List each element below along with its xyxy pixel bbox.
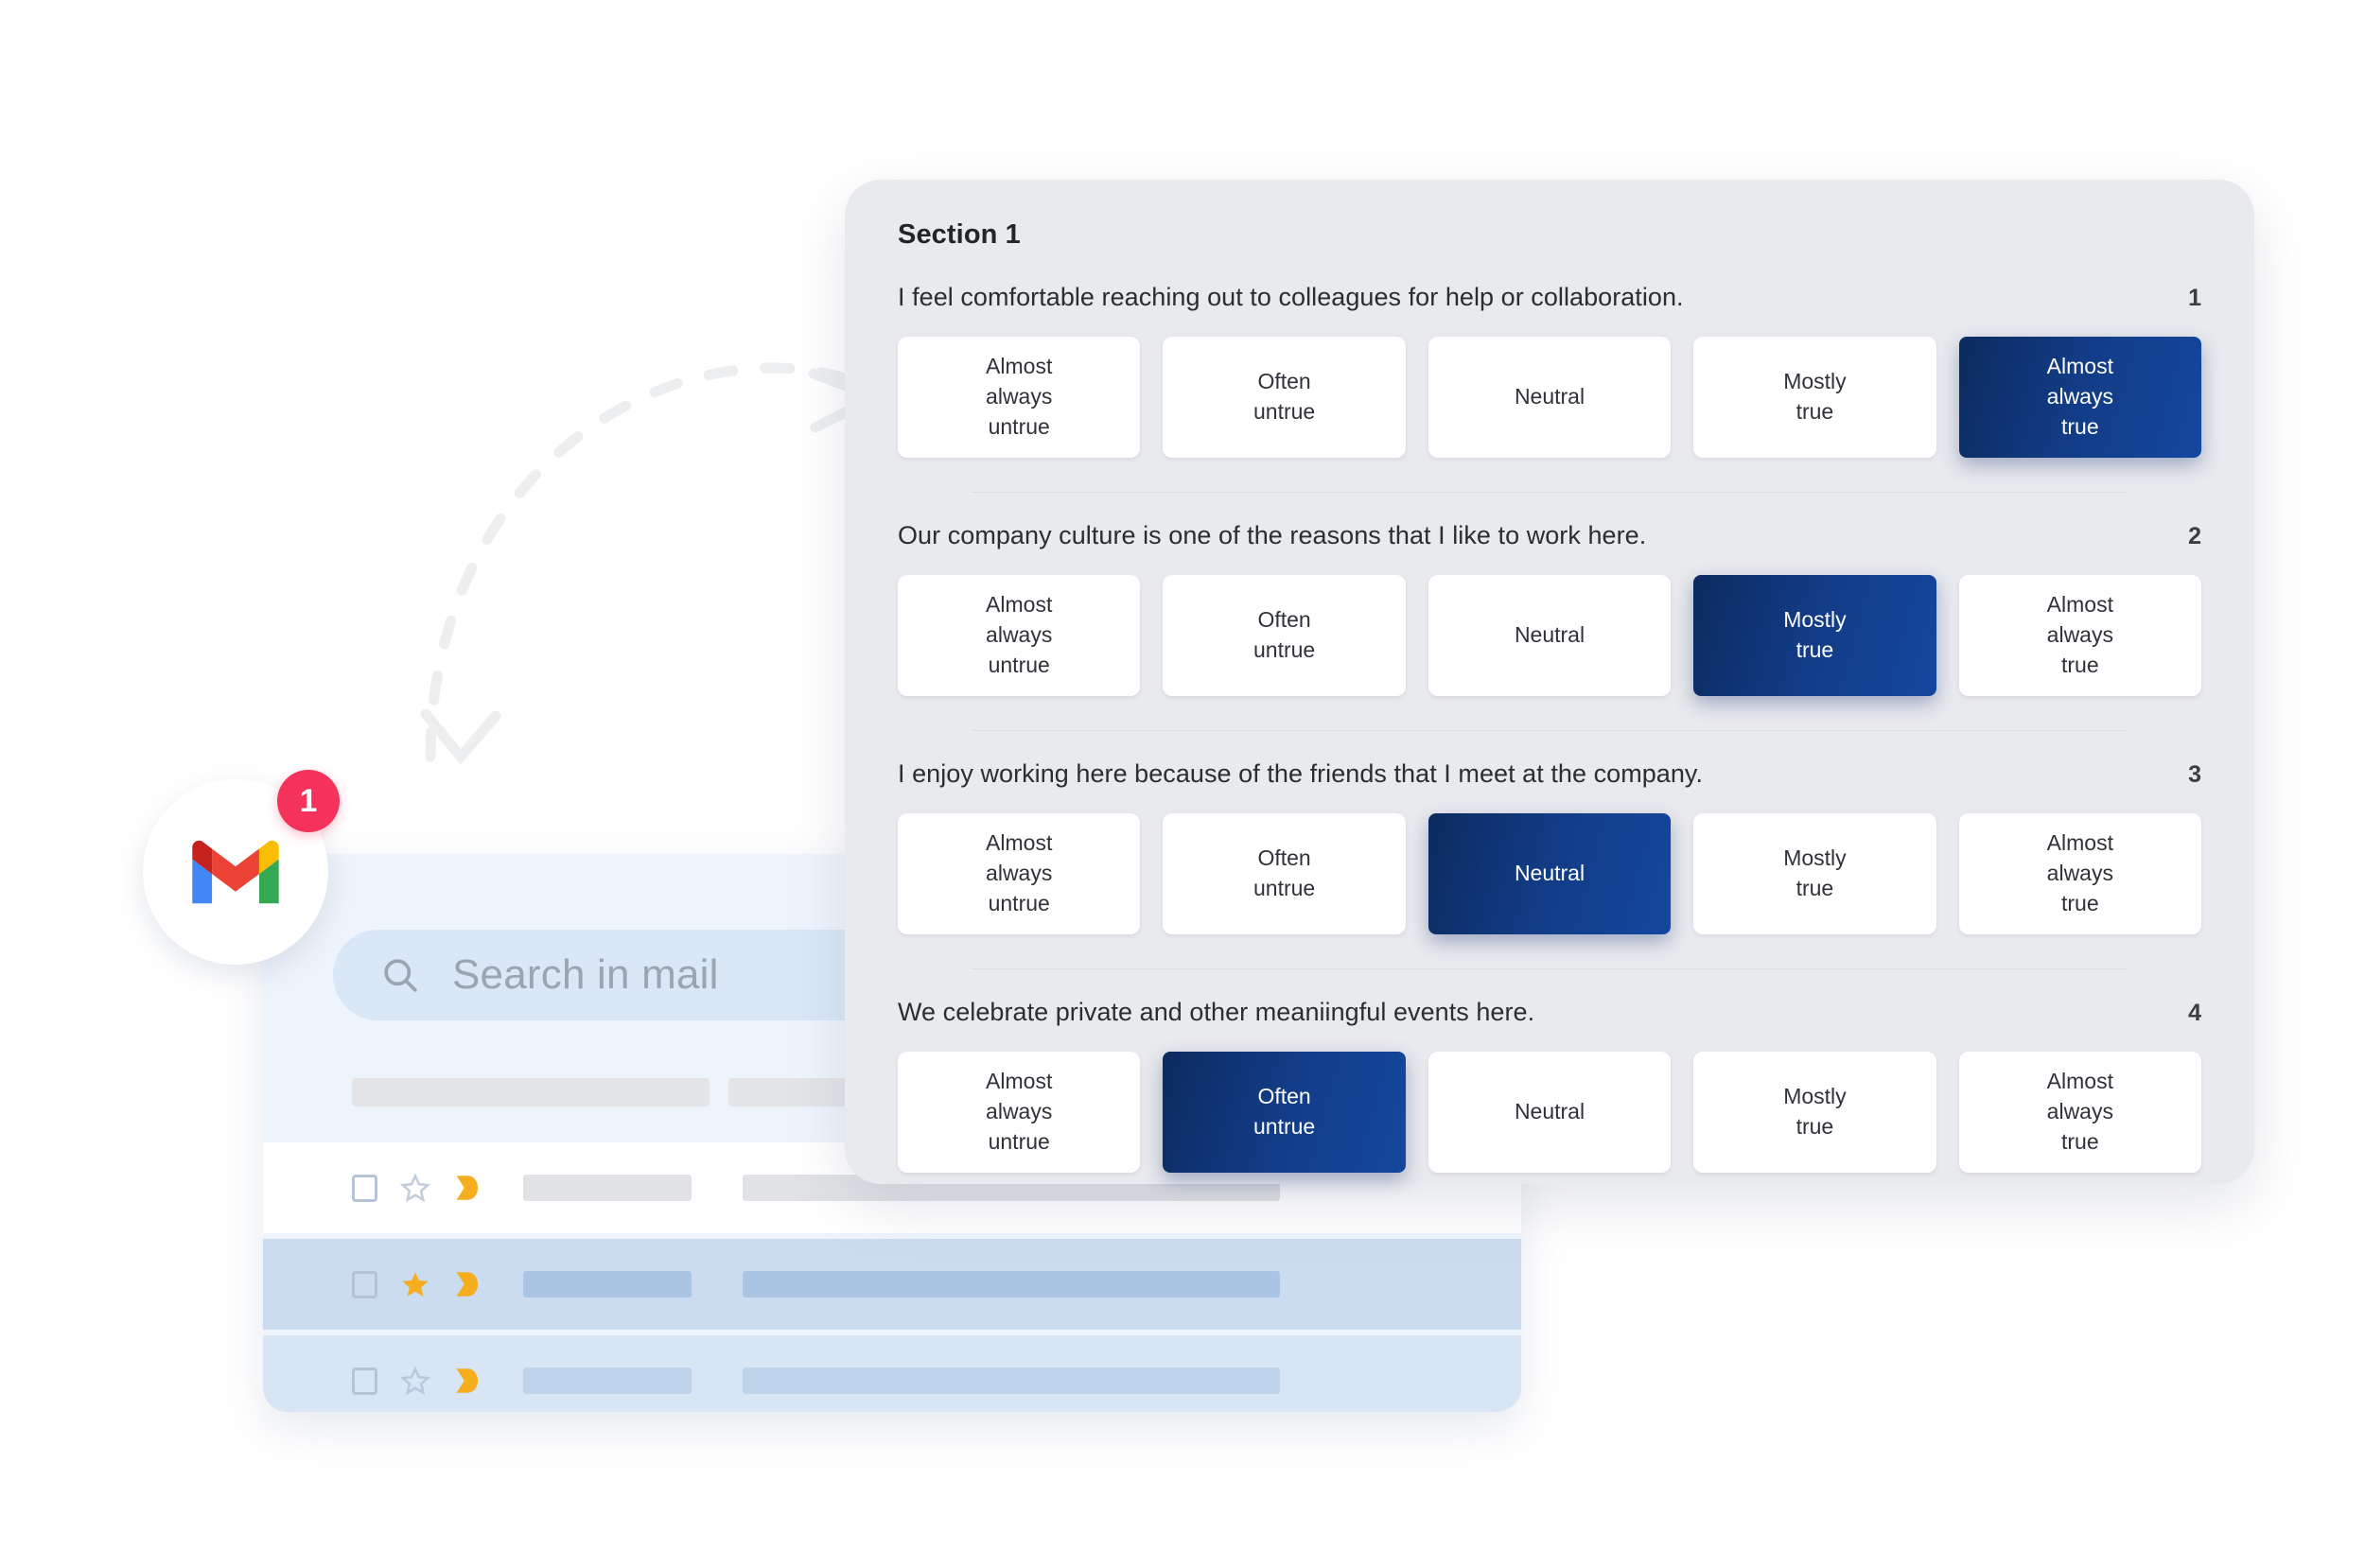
question-block: We celebrate private and other meaniingf… [898,998,2202,1173]
question-divider [972,968,2128,969]
row-checkbox[interactable] [352,1174,377,1202]
question-header: We celebrate private and other meaniingf… [898,998,2201,1027]
questions-container: I feel comfortable reaching out to colle… [898,283,2202,1173]
question-header: I feel comfortable reaching out to colle… [898,283,2201,312]
option-button[interactable]: Neutral [1428,575,1672,696]
row-checkbox[interactable] [352,1367,377,1395]
question-number: 3 [2188,761,2201,788]
option-label: Neutral [1514,384,1585,409]
option-button[interactable]: Neutral [1428,1052,1672,1173]
question-number: 4 [2188,1000,2201,1026]
option-label: Neutral [1514,1099,1585,1124]
notification-badge: 1 [277,770,340,832]
question-text: Our company culture is one of the reason… [898,521,1647,549]
option-label: Neutral [1514,861,1585,886]
important-marker-icon[interactable] [453,1270,480,1298]
search-icon [375,950,426,1001]
dashed-arrow-path [425,362,876,762]
gmail-icon [192,840,279,904]
question-block: Our company culture is one of the reason… [898,521,2202,696]
question-text: I feel comfortable reaching out to colle… [898,283,1684,311]
question-header: I enjoy working here because of the frie… [898,759,2201,789]
question-text: I enjoy working here because of the frie… [898,759,1704,788]
question-number: 2 [2188,523,2201,549]
gmail-app-icon[interactable]: 1 [143,770,340,965]
important-marker-icon[interactable] [453,1174,480,1202]
sender-placeholder [523,1175,692,1201]
survey-panel: Section 1 I feel comfortable reaching ou… [845,180,2254,1184]
search-placeholder-text: Search in mail [452,951,719,998]
table-row[interactable] [263,1335,1521,1412]
star-icon[interactable] [399,1173,431,1203]
sender-placeholder [523,1368,692,1394]
star-icon-filled[interactable] [400,1269,430,1299]
question-block: I enjoy working here because of the frie… [898,759,2202,934]
subject-placeholder [743,1368,1280,1394]
section-title: Section 1 [898,219,1021,250]
arrowhead-down-icon [420,708,501,765]
important-marker-icon[interactable] [453,1367,480,1395]
star-icon[interactable] [399,1366,431,1396]
question-number: 1 [2188,285,2201,311]
subject-placeholder [743,1271,1280,1298]
option-button-selected[interactable]: Neutral [1428,813,1672,934]
question-header: Our company culture is one of the reason… [898,521,2201,550]
question-divider [972,730,2128,731]
option-button[interactable]: Neutral [1428,337,1672,458]
question-divider [972,492,2128,493]
question-block: I feel comfortable reaching out to colle… [898,283,2202,458]
question-text: We celebrate private and other meaniingf… [898,998,1535,1026]
sender-placeholder [523,1271,692,1298]
row-checkbox[interactable] [352,1270,377,1298]
table-row[interactable] [263,1239,1521,1330]
placeholder-bar [352,1078,710,1106]
option-label: Neutral [1514,622,1585,648]
